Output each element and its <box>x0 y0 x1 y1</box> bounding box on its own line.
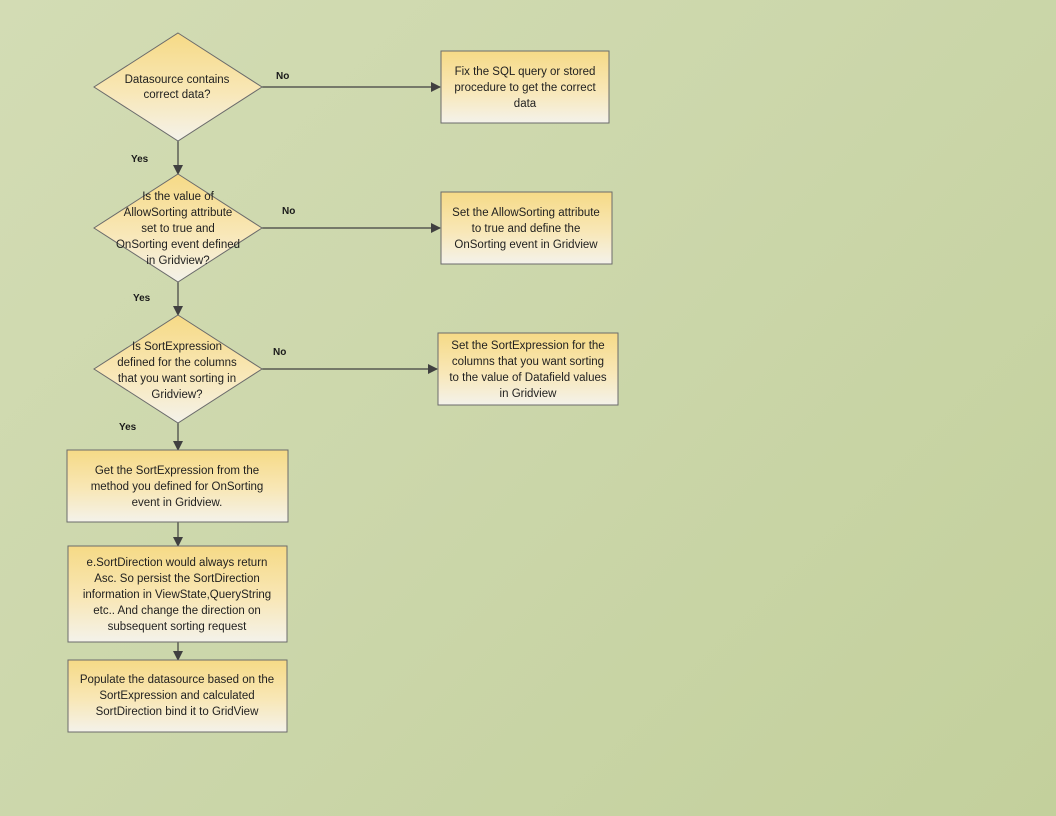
fix-box-3-line-4: in Gridview <box>500 388 558 400</box>
fix-box-2-line-1: Set the AllowSorting attribute <box>452 207 600 219</box>
step-box-3-line-3: SortDirection bind it to GridView <box>96 706 259 718</box>
step-box-1-line-1: Get the SortExpression from the <box>95 465 259 477</box>
fix-box-3-line-2: columns that you want sorting <box>452 356 604 368</box>
decision-1-line-2: correct data? <box>143 89 210 101</box>
fix-box-2: Set the AllowSorting attribute to true a… <box>440 191 613 265</box>
label-yes-2: Yes <box>133 293 151 304</box>
step-box-2-line-4: etc.. And change the direction on <box>93 605 261 617</box>
label-yes-1: Yes <box>131 154 149 165</box>
decision-2-line-5: in Gridview? <box>146 255 209 267</box>
label-no-1: No <box>276 71 289 82</box>
fix-box-1-line-2: procedure to get the correct <box>454 82 596 94</box>
step-box-2-line-3: information in ViewState,QueryString <box>83 589 271 601</box>
step-box-1-line-2: method you defined for OnSorting <box>91 481 264 493</box>
decision-3-line-3: that you want sorting in <box>118 373 236 385</box>
decision-3-shape <box>93 314 263 424</box>
decision-3-line-2: defined for the columns <box>117 357 237 369</box>
decision-2-line-2: AllowSorting attribute <box>124 207 233 219</box>
decision-2-shape <box>93 173 263 283</box>
fix-box-2-line-3: OnSorting event in Gridview <box>454 239 598 251</box>
fix-box-1-shape <box>440 50 610 124</box>
fix-box-3-line-1: Set the SortExpression for the <box>451 340 604 352</box>
fix-box-3: Set the SortExpression for the columns t… <box>437 332 619 406</box>
step-box-2: e.SortDirection would always return Asc.… <box>67 545 288 643</box>
fix-box-1-line-1: Fix the SQL query or stored <box>455 66 596 78</box>
step-box-3-line-2: SortExpression and calculated <box>99 690 254 702</box>
label-yes-3: Yes <box>119 422 137 433</box>
step-box-1-shape <box>66 449 289 523</box>
decision-2-line-4: OnSorting event defined <box>116 239 240 251</box>
step-box-3-line-1: Populate the datasource based on the <box>80 674 274 686</box>
step-box-2-line-5: subsequent sorting request <box>108 621 248 633</box>
decision-2-line-1: Is the value of <box>142 191 214 203</box>
step-box-2-line-2: Asc. So persist the SortDirection <box>94 573 260 585</box>
fix-box-1: Fix the SQL query or stored procedure to… <box>440 50 610 124</box>
fix-box-3-line-3: to the value of Datafield values <box>449 372 607 384</box>
step-box-1-line-3: event in Gridview. <box>132 497 223 509</box>
fix-box-3-shape <box>437 332 619 406</box>
decision-2: Is the value of AllowSorting attribute s… <box>93 173 263 283</box>
decision-2-line-3: set to true and <box>141 223 215 235</box>
fix-box-1-line-3: data <box>514 98 537 110</box>
decision-3-line-4: Gridview? <box>151 389 202 401</box>
step-box-3-shape <box>67 659 288 733</box>
decision-3-line-1: Is SortExpression <box>132 341 222 353</box>
step-box-3: Populate the datasource based on the Sor… <box>67 659 288 733</box>
decision-3: Is SortExpression defined for the column… <box>93 314 263 424</box>
label-no-3: No <box>273 347 286 358</box>
edge-labels: No Yes No Yes No Yes <box>119 71 295 433</box>
decision-1-shape <box>93 32 263 142</box>
fix-box-2-line-2: to true and define the <box>472 223 581 235</box>
decision-1: Datasource contains correct data? <box>93 32 263 142</box>
decision-1-line-1: Datasource contains <box>125 74 230 86</box>
step-box-2-shape <box>67 545 288 643</box>
connectors <box>173 82 441 661</box>
step-box-1: Get the SortExpression from the method y… <box>66 449 289 523</box>
label-no-2: No <box>282 206 295 217</box>
fix-box-2-shape <box>440 191 613 265</box>
step-box-2-line-1: e.SortDirection would always return <box>87 557 268 569</box>
